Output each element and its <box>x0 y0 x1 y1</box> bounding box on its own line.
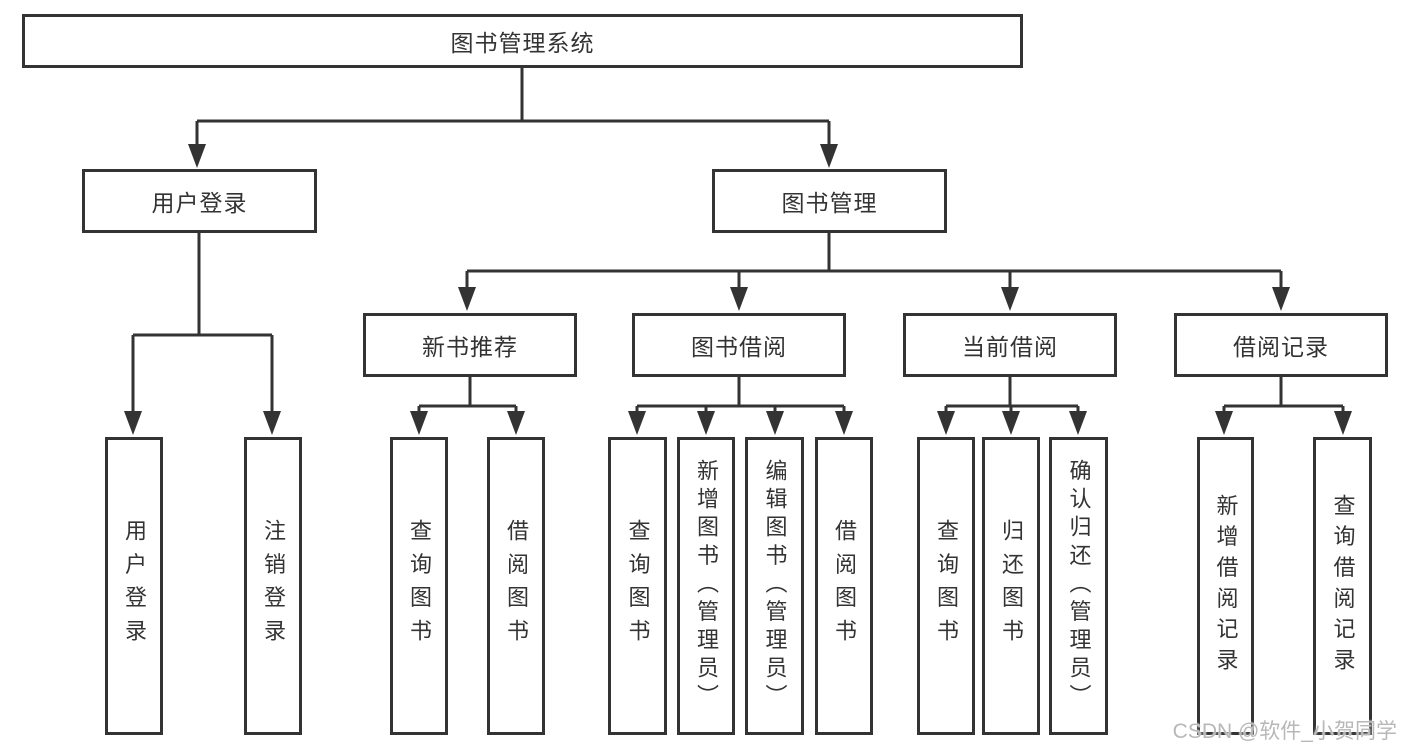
arrow-icon <box>820 144 838 168</box>
leaf-user-login: 用户登录 <box>105 437 163 735</box>
node-user-login: 用户登录 <box>82 169 317 233</box>
arrow-icon <box>1215 411 1233 435</box>
leaf-add-borrow-record: 新增借阅记录 <box>1197 437 1254 735</box>
leaf-query-books-current: 查询图书 <box>917 437 975 735</box>
node-label: 查询借阅记录 <box>1330 493 1356 679</box>
leaf-query-borrow-record: 查询借阅记录 <box>1313 437 1372 735</box>
leaf-confirm-return-admin: 确认归还（管理员） <box>1049 437 1108 735</box>
node-label: 借阅记录 <box>1233 334 1329 360</box>
leaf-logout: 注销登录 <box>244 437 302 735</box>
node-label: 查询图书 <box>625 519 651 653</box>
leaf-edit-book-admin: 编辑图书（管理员） <box>745 437 804 735</box>
connector-current-borrow-split <box>944 377 1080 413</box>
node-label: 图书管理 <box>781 190 878 216</box>
node-current-borrow: 当前借阅 <box>903 313 1117 377</box>
arrow-icon <box>410 411 428 435</box>
node-label: 用户登录 <box>122 519 147 653</box>
node-new-book-recommend: 新书推荐 <box>363 313 577 377</box>
arrow-icon <box>697 411 715 435</box>
node-label: 当前借阅 <box>962 334 1058 360</box>
node-label: 注销登录 <box>261 519 286 653</box>
node-borrow-records: 借阅记录 <box>1174 313 1388 377</box>
node-label: 查询图书 <box>407 519 432 653</box>
arrowheads <box>124 144 1352 435</box>
node-label: 归还图书 <box>999 519 1024 653</box>
node-label: 图书借阅 <box>691 334 787 360</box>
connector-borrow-records-split <box>1222 377 1345 413</box>
node-label: 借阅图书 <box>832 519 857 653</box>
arrow-icon <box>628 411 646 435</box>
arrow-icon <box>730 287 748 311</box>
node-label: 编辑图书（管理员） <box>762 459 788 713</box>
leaf-add-book-admin: 新增图书（管理员） <box>677 437 735 735</box>
connector-new-book-split <box>417 377 518 413</box>
leaf-query-books-recommend: 查询图书 <box>390 437 448 735</box>
leaf-borrow-books: 借阅图书 <box>815 437 873 735</box>
arrow-icon <box>1334 411 1352 435</box>
node-label: 图书管理系统 <box>450 30 595 56</box>
arrow-icon <box>1002 411 1020 435</box>
node-label: 借阅图书 <box>504 519 529 653</box>
arrow-icon <box>188 144 206 168</box>
arrow-icon <box>766 411 784 435</box>
arrow-icon <box>507 411 525 435</box>
node-label: 新书推荐 <box>422 334 518 360</box>
connector-book-management-split <box>465 233 1283 289</box>
node-label: 新增图书（管理员） <box>694 459 719 713</box>
node-label: 查询图书 <box>934 519 959 653</box>
node-book-borrow: 图书借阅 <box>632 313 846 377</box>
arrow-icon <box>124 411 142 435</box>
connector-root-split <box>195 68 831 146</box>
node-label: 用户登录 <box>151 190 248 216</box>
arrow-icon <box>263 411 281 435</box>
connector-book-borrow-split <box>635 377 846 413</box>
node-label: 确认归还（管理员） <box>1066 459 1092 713</box>
arrow-icon <box>1069 411 1087 435</box>
arrow-icon <box>937 411 955 435</box>
arrow-icon <box>1001 287 1019 311</box>
node-library-management-system: 图书管理系统 <box>22 14 1023 68</box>
leaf-query-books-borrow: 查询图书 <box>608 437 667 735</box>
connector-user-login-split <box>131 232 274 413</box>
node-book-management: 图书管理 <box>712 169 947 233</box>
csdn-watermark: CSDN @软件_小贺同学 <box>1172 720 1397 743</box>
node-label: 新增借阅记录 <box>1213 493 1239 679</box>
leaf-return-book: 归还图书 <box>982 437 1040 735</box>
arrow-icon <box>1272 287 1290 311</box>
leaf-borrow-books-recommend: 借阅图书 <box>487 437 545 735</box>
arrow-icon <box>835 411 853 435</box>
arrow-icon <box>458 287 476 311</box>
